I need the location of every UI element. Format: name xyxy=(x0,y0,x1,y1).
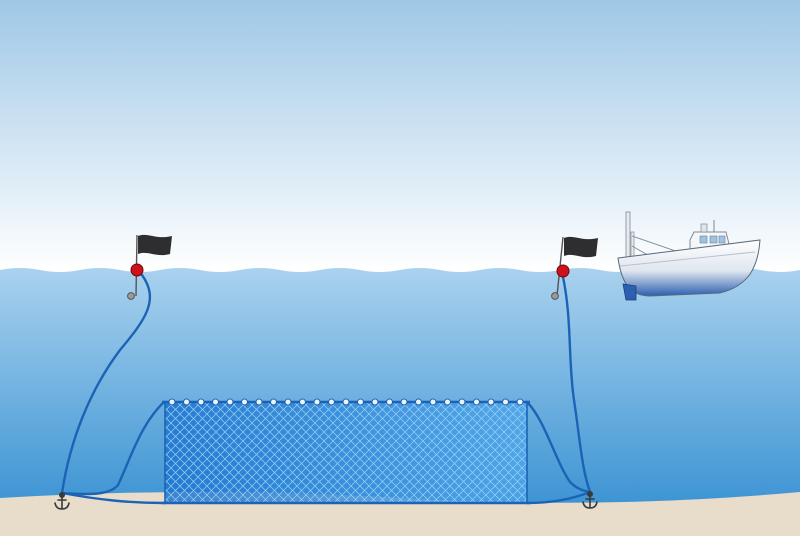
flag-icon xyxy=(138,234,172,256)
fishing-boat xyxy=(617,211,761,301)
buoy-weight xyxy=(127,292,135,300)
right-buoy xyxy=(551,236,598,300)
flag-icon xyxy=(564,236,598,258)
left-ropes xyxy=(60,273,167,505)
headrope-float xyxy=(357,398,364,406)
headrope-float xyxy=(241,398,248,406)
headrope-float xyxy=(429,398,437,406)
right-anchor-to-net-bottom xyxy=(525,490,592,505)
headrope-float xyxy=(400,398,408,406)
headrope-float xyxy=(502,398,509,406)
anchor-icon xyxy=(54,491,70,510)
gillnet xyxy=(162,398,530,505)
buoy-weight xyxy=(551,292,559,300)
headrope-float xyxy=(197,398,205,406)
left-buoy xyxy=(127,234,172,300)
headrope-float xyxy=(212,398,219,406)
left-anchor xyxy=(54,491,70,510)
net-mesh xyxy=(165,402,527,503)
right-anchor-to-net-top xyxy=(525,400,592,494)
headrope-float xyxy=(270,398,277,406)
left-anchor-to-net-bottom xyxy=(60,491,167,505)
left-anchor-to-net-top xyxy=(60,400,166,496)
headrope-float xyxy=(168,398,176,406)
headrope-float xyxy=(183,398,190,406)
headrope-float xyxy=(386,398,393,406)
headrope-float xyxy=(458,398,466,406)
boat-icon xyxy=(617,211,761,301)
anchor-icon xyxy=(582,490,598,509)
headrope-float xyxy=(313,398,321,406)
headrope-float xyxy=(473,398,480,406)
headrope-float xyxy=(516,398,524,406)
float-ball-icon xyxy=(130,263,144,277)
headrope-float xyxy=(226,398,234,406)
left-buoy-line xyxy=(60,273,152,495)
headrope-float xyxy=(444,398,451,406)
sky xyxy=(0,0,800,272)
headrope-float xyxy=(255,398,263,406)
net-floats xyxy=(168,398,524,406)
headrope-float xyxy=(299,398,306,406)
headrope-float xyxy=(342,398,350,406)
headrope-float xyxy=(371,398,379,406)
right-buoy-line xyxy=(561,275,592,494)
headrope-float xyxy=(284,398,292,406)
headrope-float xyxy=(487,398,495,406)
right-anchor xyxy=(582,490,598,509)
right-ropes xyxy=(525,275,592,505)
float-ball-icon xyxy=(556,264,570,278)
headrope-float xyxy=(328,398,335,406)
headrope-float xyxy=(415,398,422,406)
